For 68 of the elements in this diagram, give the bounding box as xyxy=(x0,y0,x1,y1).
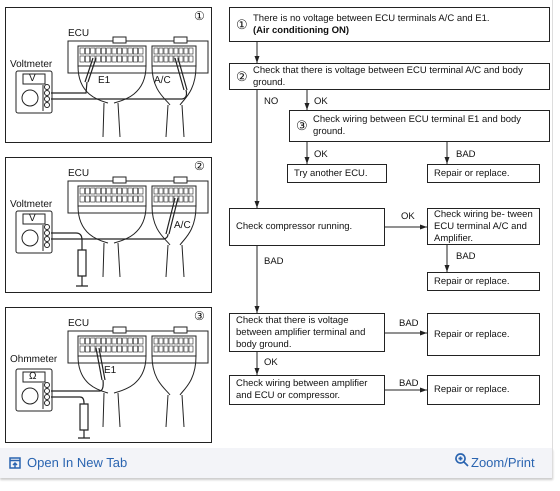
box-text: Check wiring between amplifier and ECU or compressor. xyxy=(236,378,368,402)
edge-label: BAD xyxy=(398,318,420,329)
box-text: There is no voltage between ECU terminals A/C and E1. (Air conditioning ON) xyxy=(253,12,490,36)
step-number: ② xyxy=(236,70,249,82)
meter-label: A/C xyxy=(174,220,191,231)
box-text: Check wiring be- tween ECU terminal A/C and Amplifier. xyxy=(434,208,533,244)
arrow xyxy=(444,244,450,272)
part-label: ECU xyxy=(68,168,90,179)
step-number: ③ xyxy=(296,120,309,132)
step-number: ② xyxy=(194,161,205,172)
step-number: ③ xyxy=(194,311,205,322)
zoom-print-link: Zoom/Print xyxy=(471,455,535,471)
meter-label: Voltmeter xyxy=(10,199,52,210)
box-text: Try another ECU. xyxy=(294,168,368,180)
box-text: Check that there is voltage between ECU terminal A/C and body ground. xyxy=(253,64,524,88)
flowchart-box xyxy=(287,164,387,183)
flowchart-box xyxy=(229,7,550,42)
edge-label: BAD xyxy=(398,378,420,389)
flowchart-box xyxy=(229,63,550,90)
step-number: ① xyxy=(194,11,205,22)
arrow xyxy=(254,352,260,376)
meter-label: A/C xyxy=(154,75,171,86)
meter-label: Voltmeter xyxy=(10,59,52,70)
box-text: Repair or replace. xyxy=(434,276,510,288)
meter-label: Ω xyxy=(29,371,36,382)
meter-label: E1 xyxy=(104,365,116,376)
part-label: ECU xyxy=(68,318,90,329)
arrow xyxy=(444,142,450,164)
meter-label: Ohmmeter xyxy=(10,354,58,365)
meter-label: V xyxy=(29,73,36,84)
open-tab-link: Open In New Tab xyxy=(27,455,128,471)
edge-label: BAD xyxy=(455,149,477,160)
arrow xyxy=(384,224,428,230)
arrow xyxy=(304,142,310,164)
flowchart-box xyxy=(229,313,385,352)
flowchart-box xyxy=(427,313,540,356)
box-text: Check that there is voltage between amplifier terminal and body ground. xyxy=(236,314,366,350)
diagram-panel xyxy=(5,157,212,293)
flowchart-box xyxy=(229,375,385,405)
step-number: ① xyxy=(236,18,249,30)
edge-label: OK xyxy=(313,149,329,160)
edge-label: BAD xyxy=(455,251,477,262)
diagram-panel xyxy=(5,307,212,443)
edge-label: BAD xyxy=(263,256,285,267)
edge-label: NO xyxy=(263,96,280,107)
edge-label: OK xyxy=(400,211,416,222)
flowchart-box xyxy=(229,208,385,246)
box-text: Repair or replace. xyxy=(434,328,510,340)
arrow xyxy=(384,388,428,392)
edge-label: OK xyxy=(313,96,329,107)
flowchart-box xyxy=(427,375,540,405)
meter-label: V xyxy=(29,213,36,224)
arrow xyxy=(254,246,260,314)
part-label: ECU xyxy=(68,28,90,39)
flowchart-box xyxy=(289,110,550,142)
diagram-panel xyxy=(5,7,212,143)
meter-label: E1 xyxy=(98,75,110,86)
box-text: Repair or replace. xyxy=(434,384,510,396)
box-text: Check wiring between ECU terminal E1 and body ground. xyxy=(313,114,522,138)
flowchart-box xyxy=(427,272,540,291)
flowchart-box xyxy=(427,164,540,183)
box-text: Check compressor running. xyxy=(236,221,352,233)
arrow xyxy=(384,330,428,336)
arrow xyxy=(254,90,260,208)
edge-label: OK xyxy=(263,357,279,368)
box-text: Repair or replace. xyxy=(434,168,510,180)
arrow xyxy=(304,90,310,110)
arrow xyxy=(254,42,260,64)
